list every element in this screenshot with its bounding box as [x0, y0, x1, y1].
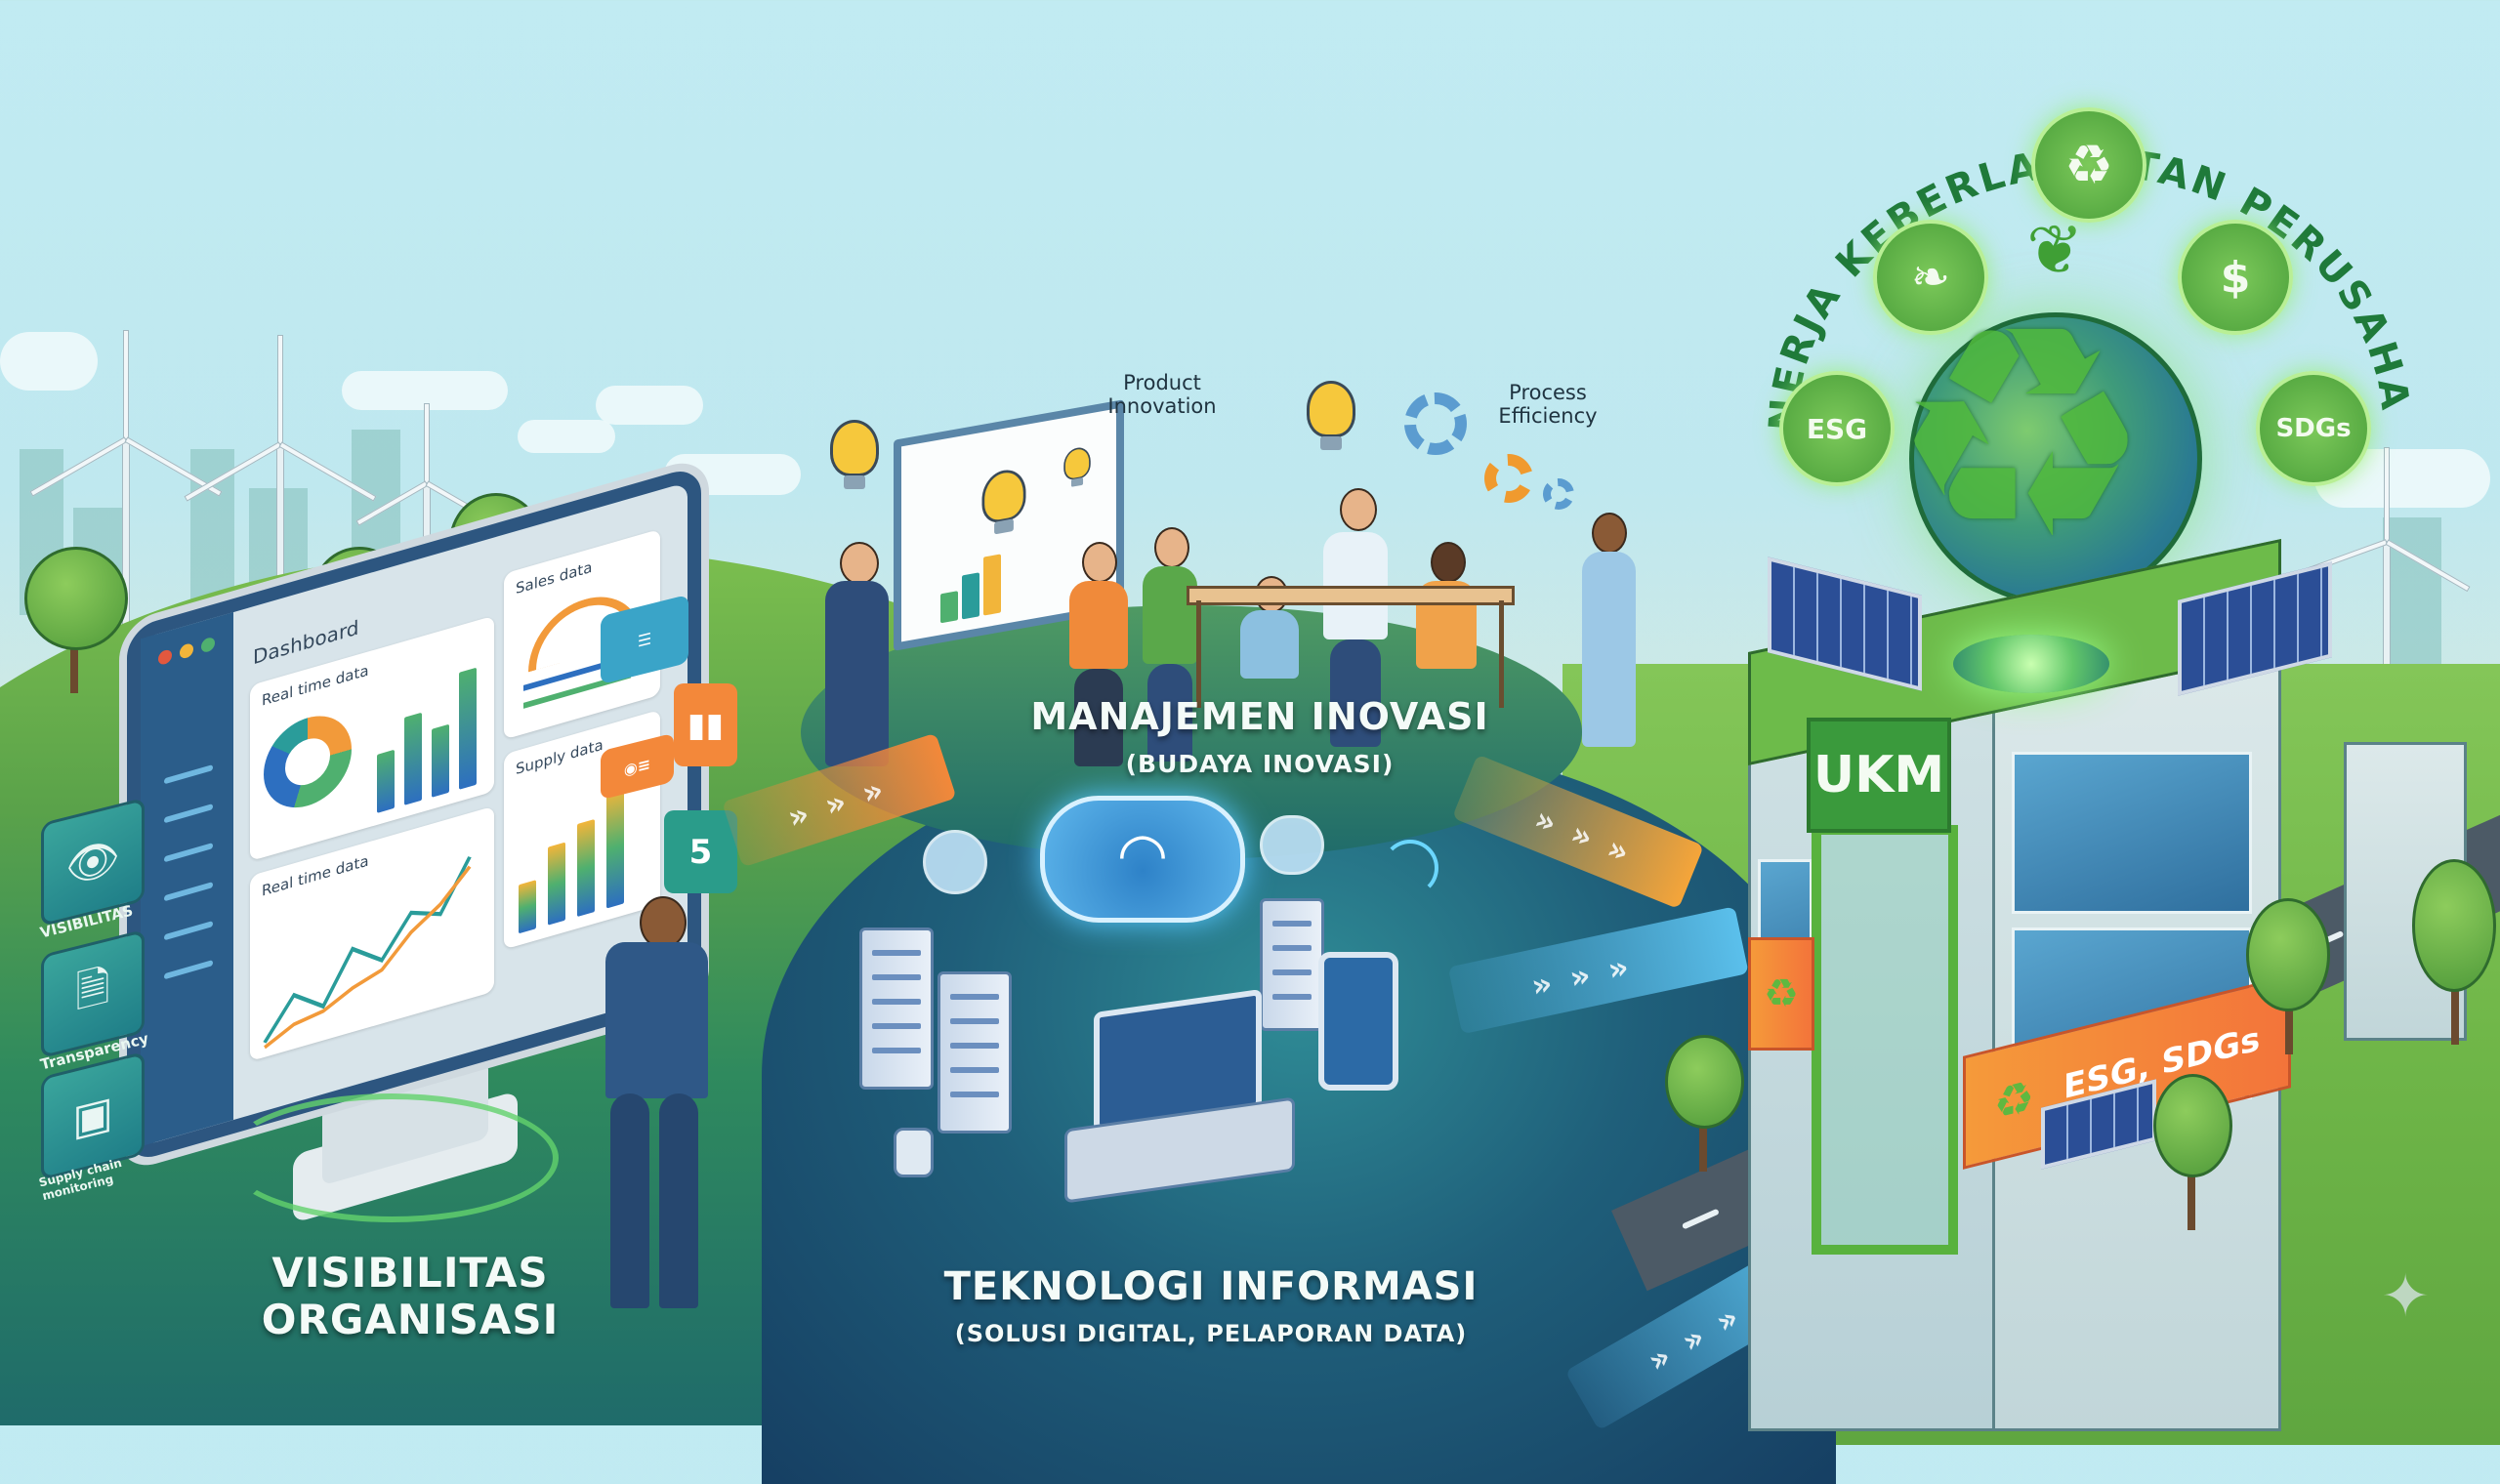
window-controls [158, 633, 223, 670]
close-dot [158, 648, 172, 667]
esg-badge: ESG [1779, 371, 1895, 486]
lightbulb-icon [1307, 381, 1355, 450]
gear-icon [1404, 392, 1467, 455]
gear-icon [1543, 478, 1574, 510]
dashboard-monitor: Dashboard Real time data Sales data Real… [127, 464, 701, 1165]
sparkle-icon: ✦ [2381, 1262, 2431, 1331]
leaf-icon: ❧ [1873, 220, 1988, 335]
server-rack [859, 928, 934, 1090]
cloud [518, 420, 615, 453]
recycle-banner-left: ♻ [1748, 937, 1814, 1051]
sprout-icon: ❦ [2026, 210, 2084, 290]
cloud-wifi-icon: ◠ [1040, 796, 1245, 923]
badge-5-icon: 5 [664, 810, 737, 893]
technology-label: TEKNOLOGI INFORMASI [943, 1264, 1479, 1309]
cloud [0, 332, 98, 391]
dashboard-sidebar [141, 612, 233, 1147]
bar-chart-icon: ▮▮ [674, 683, 737, 766]
sdgs-badge: SDGs [2256, 371, 2371, 486]
database-icon [894, 1128, 934, 1177]
building-sign: UKM [1807, 718, 1951, 833]
technology-sublabel: (SOLUSI DIGITAL, PELAPORAN DATA) [954, 1320, 1468, 1347]
glow-ring [225, 1093, 559, 1222]
recycle-icon: ♻ [2031, 107, 2146, 223]
server-rack [1260, 898, 1324, 1031]
smartphone [1318, 952, 1398, 1091]
money-hand-icon: $ [2178, 220, 2293, 335]
annotation-product-innovation: Product Innovation [1107, 371, 1217, 419]
wifi-signal-icon [1382, 840, 1438, 896]
gear-icon [1484, 454, 1533, 503]
minimize-dot [180, 641, 193, 660]
server-rack [938, 971, 1012, 1134]
cloud-icon [923, 830, 987, 894]
line-chart [263, 856, 472, 1050]
cloud [596, 386, 703, 425]
donut-chart [264, 705, 352, 819]
innovation-sublabel: (BUDAYA INOVASI) [1125, 750, 1395, 778]
energy-pedestal [1953, 635, 2109, 693]
annotation-process-efficiency: Process Efficiency [1498, 381, 1598, 429]
lightbulb-icon [830, 420, 879, 489]
cloud-icon [1260, 815, 1324, 875]
globe-icon [1909, 312, 2202, 605]
dashboard-card-line: Real time data [250, 805, 494, 1062]
desk [1187, 586, 1515, 605]
maximize-dot [201, 636, 215, 654]
visibility-label: VISIBILITAS ORGANISASI [261, 1249, 560, 1344]
glass-entrance [1812, 825, 1958, 1255]
innovation-label: MANAJEMEN INOVASI [1030, 695, 1489, 738]
